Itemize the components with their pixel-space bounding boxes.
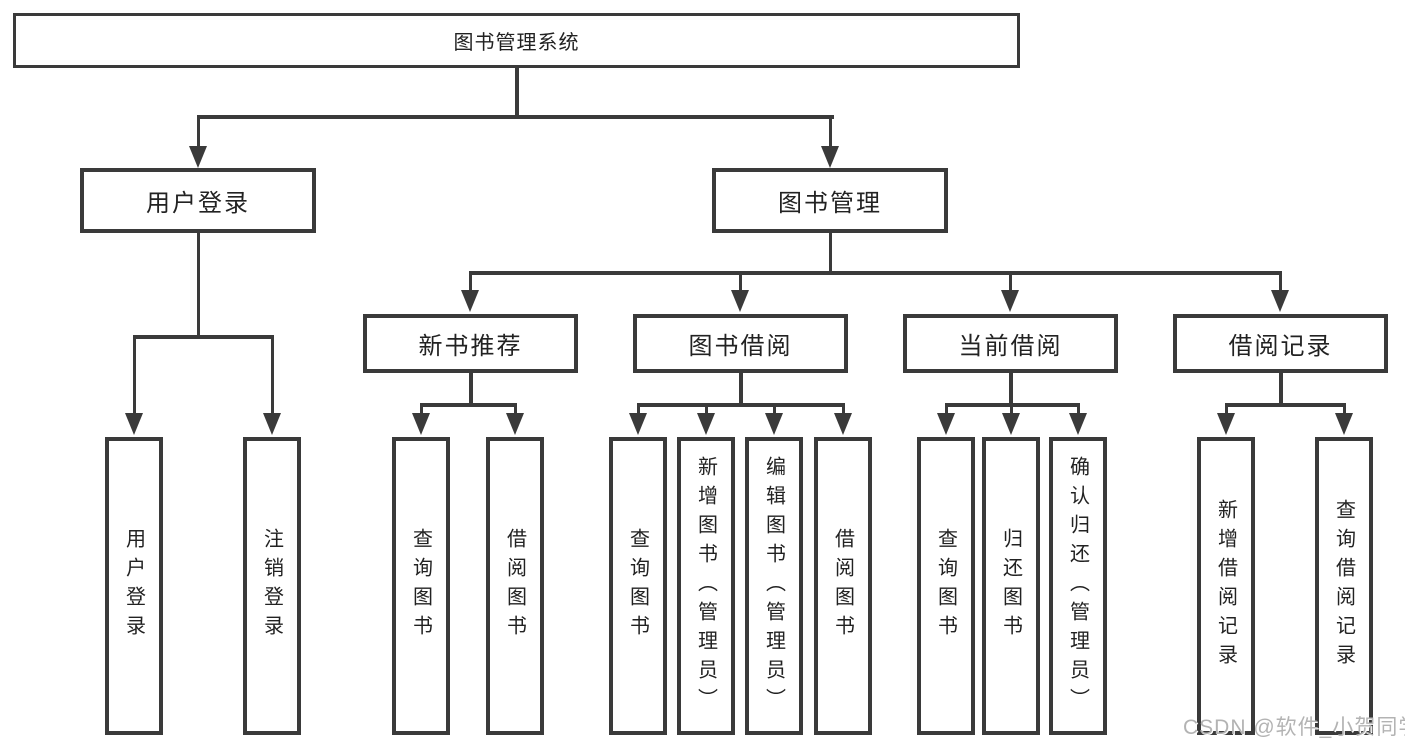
arrow-down-icon [1001,290,1019,312]
arrow-down-icon [506,413,524,435]
arrow-down-icon [412,413,430,435]
connector-line [704,403,708,415]
connector-line [468,271,1282,275]
connector-line [738,271,742,292]
connector-line [1224,403,1346,407]
node-library-system: 图书管理系统 [13,13,1020,68]
connector-line [419,403,517,407]
node-book-borrowing: 图书借阅 [633,314,848,373]
node-borrowing-records: 借阅记录 [1173,314,1388,373]
connector-line [1342,403,1346,415]
arrow-down-icon [731,290,749,312]
connector-line [132,335,136,415]
connector-line [196,231,200,337]
leaf-current-query-books: 查询图书 [917,437,975,735]
connector-line [196,115,200,148]
connector-line [739,371,743,406]
leaf-newbook-borrow-books: 借阅图书 [486,437,544,735]
leaf-borrowing-edit-books-admin: 编辑图书（管理员） [745,437,803,735]
connector-line [469,371,473,406]
arrow-down-icon [189,146,207,168]
connector-line [419,403,423,415]
arrow-down-icon [937,413,955,435]
leaf-borrowing-add-books-admin: 新增图书（管理员） [677,437,735,735]
arrow-down-icon [263,413,281,435]
connector-line [1009,371,1013,406]
node-current-borrowing: 当前借阅 [903,314,1118,373]
leaf-current-return-books: 归还图书 [982,437,1040,735]
leaf-records-query-record: 查询借阅记录 [1315,437,1373,735]
connector-line [270,335,274,415]
node-user-login: 用户登录 [80,168,316,233]
connector-line [1009,403,1013,415]
leaf-user-login: 用户登录 [105,437,163,735]
node-book-management: 图书管理 [712,168,948,233]
connector-line [841,403,845,415]
arrow-down-icon [821,146,839,168]
connector-line [828,231,832,274]
arrow-down-icon [697,413,715,435]
leaf-records-add-record: 新增借阅记录 [1197,437,1255,735]
leaf-newbook-query-books: 查询图书 [392,437,450,735]
connector-line [636,403,845,407]
connector-line [515,66,519,118]
leaf-logout: 注销登录 [243,437,301,735]
leaf-current-confirm-return-admin: 确认归还（管理员） [1049,437,1107,735]
connector-line [828,115,832,148]
arrow-down-icon [1271,290,1289,312]
arrow-down-icon [461,290,479,312]
watermark-text: CSDN @软件_小贺同学 [1183,716,1405,739]
connector-line [636,403,640,415]
connector-line [944,403,948,415]
arrow-down-icon [629,413,647,435]
arrow-down-icon [1217,413,1235,435]
arrow-down-icon [1335,413,1353,435]
arrow-down-icon [834,413,852,435]
arrow-down-icon [765,413,783,435]
connector-line [772,403,776,415]
connector-line [196,115,834,119]
connector-line [1279,371,1283,406]
connector-line [1076,403,1080,415]
arrow-down-icon [1069,413,1087,435]
connector-line [468,271,472,292]
leaf-borrowing-query-books: 查询图书 [609,437,667,735]
connector-line [1278,271,1282,292]
connector-line [513,403,517,415]
arrow-down-icon [1002,413,1020,435]
connector-line [1224,403,1228,415]
connector-line [1008,271,1012,292]
arrow-down-icon [125,413,143,435]
leaf-borrowing-borrow-books: 借阅图书 [814,437,872,735]
connector-line [132,335,274,339]
node-new-book-recommend: 新书推荐 [363,314,578,373]
